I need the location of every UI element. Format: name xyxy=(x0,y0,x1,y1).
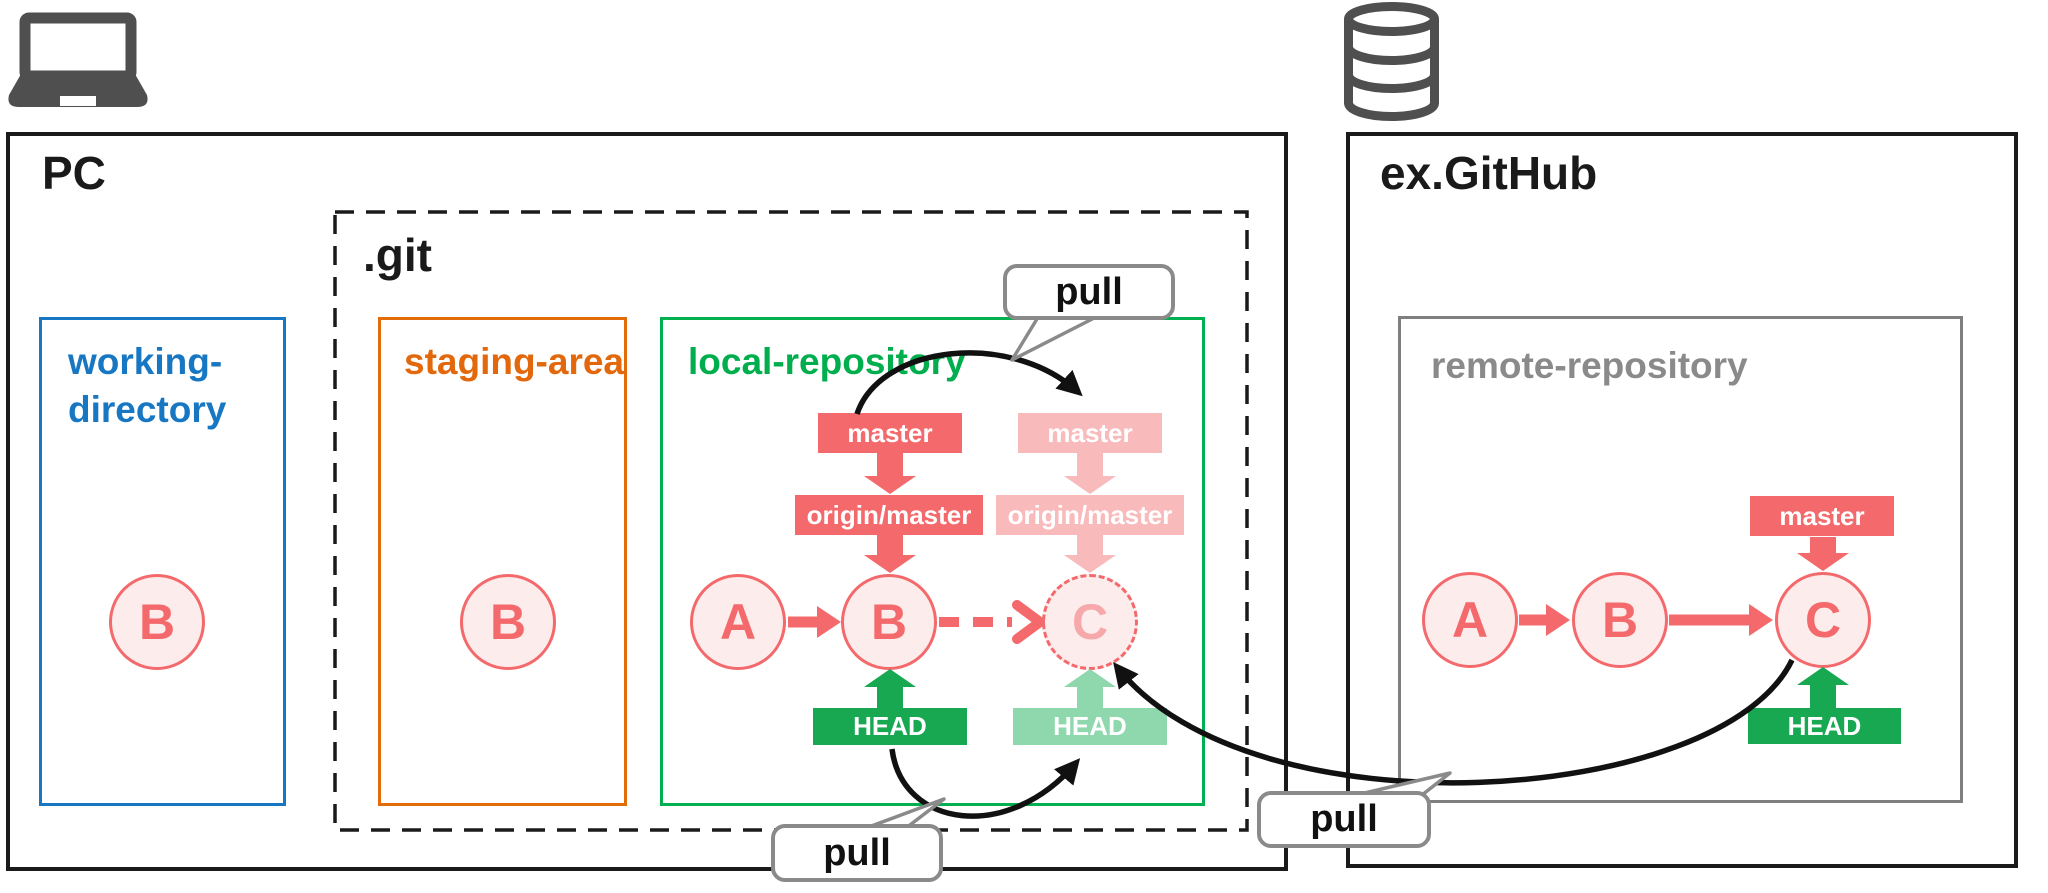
head-label-local-incoming: HEAD xyxy=(1013,708,1167,745)
commit-c-local-incoming: C xyxy=(1042,574,1138,670)
commit-b-working: B xyxy=(109,574,205,670)
working-directory-title: working- directory xyxy=(68,338,226,434)
pull-right-bubble: pull xyxy=(1257,791,1431,848)
branch-label-origin-master-local: origin/master xyxy=(795,495,983,535)
branch-label-master-local-incoming: master xyxy=(1018,413,1162,453)
commit-c-remote: C xyxy=(1775,572,1871,668)
head-label-local: HEAD xyxy=(813,708,967,745)
staging-area-title: staging-area xyxy=(404,341,625,382)
pull-top-bubble: pull xyxy=(1003,264,1175,320)
github-title: ex.GitHub xyxy=(1380,147,1598,199)
pc-title: PC xyxy=(42,147,106,199)
working-directory-title-line2: directory xyxy=(68,389,227,430)
remote-repository-box: remote-repository master A B C HEAD xyxy=(1398,316,1963,803)
working-directory-title-line1: working- xyxy=(68,341,223,382)
commit-b-staging: B xyxy=(460,574,556,670)
pull-bottom-left-bubble: pull xyxy=(771,824,943,882)
commit-b-local: B xyxy=(841,574,937,670)
working-directory-box: working- directory B xyxy=(39,317,286,806)
laptop-icon xyxy=(8,12,148,110)
remote-repository-title: remote-repository xyxy=(1431,345,1748,386)
commit-a-local: A xyxy=(690,574,786,670)
database-icon xyxy=(1343,2,1440,122)
staging-area-box: staging-area B xyxy=(378,317,627,806)
git-folder-title: .git xyxy=(363,229,432,281)
local-repository-title: local-repository xyxy=(688,341,966,382)
branch-label-master-local: master xyxy=(818,413,962,453)
commit-a-remote: A xyxy=(1422,572,1518,668)
head-label-remote: HEAD xyxy=(1748,708,1901,744)
commit-b-remote: B xyxy=(1572,572,1668,668)
local-repository-box: local-repository master master origin/ma… xyxy=(660,317,1205,806)
branch-label-origin-master-local-incoming: origin/master xyxy=(996,495,1184,535)
branch-label-master-remote: master xyxy=(1750,496,1894,536)
